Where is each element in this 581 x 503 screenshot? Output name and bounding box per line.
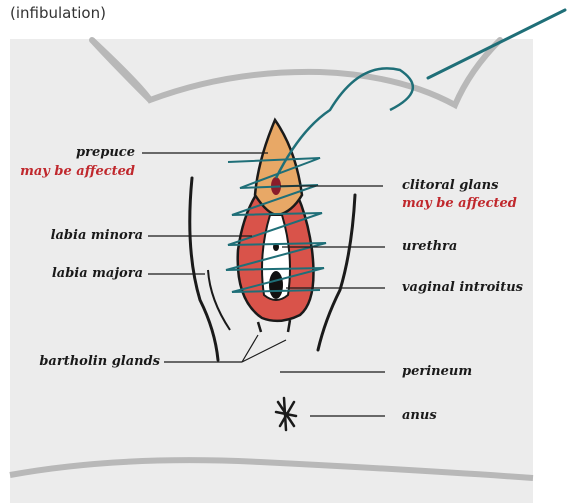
inner-left-fold (208, 270, 230, 330)
anus-mark (276, 398, 296, 430)
label-perineum: perineum (402, 364, 472, 380)
label-clitoral-glans: clitoral glans (402, 178, 498, 194)
label-anus: anus (402, 408, 437, 424)
label-urethra: urethra (402, 239, 457, 255)
bartholin-mark-right (288, 320, 290, 332)
needle (428, 10, 565, 78)
upper-left-crease (92, 40, 150, 100)
suture-thread (276, 68, 413, 178)
label-prepuce: prepuce (60, 145, 135, 161)
labia-majora-right-outline (318, 195, 355, 350)
label-vaginal-introitus: vaginal introitus (402, 280, 523, 296)
lower-body-contour (10, 460, 533, 478)
label-bartholin-glands: bartholin glands (10, 354, 160, 370)
label-labia-majora: labia majora (10, 266, 143, 282)
label-prepuce-note: may be affected (10, 164, 135, 180)
vaginal-opening-shape (269, 271, 283, 299)
label-labia-minora: labia minora (10, 228, 143, 244)
bartholin-mark-left (258, 322, 261, 332)
label-clitoral-glans-note: may be affected (402, 196, 517, 212)
labia-majora-left-outline (190, 178, 218, 360)
